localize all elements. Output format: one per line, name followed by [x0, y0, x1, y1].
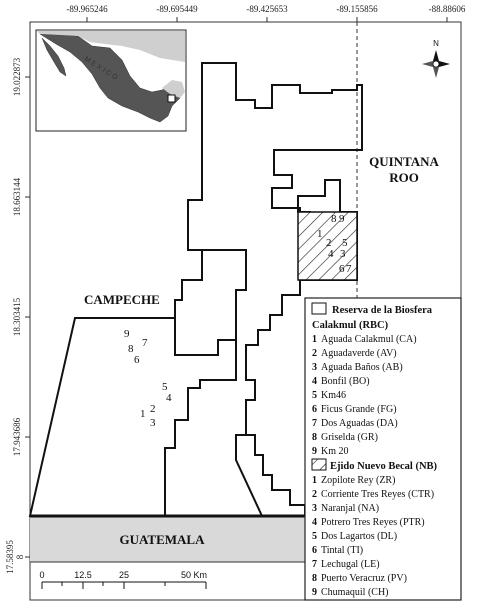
- rbc-site-7: 7: [142, 337, 148, 349]
- nb-ejido-area: [297, 211, 358, 281]
- scale-label: 25: [119, 570, 129, 580]
- rbc-site-6: 6: [134, 354, 140, 366]
- rbc-site-9: 9: [124, 328, 130, 340]
- rbc-site-numbers: 1 2 3 4 5 6 7 8 9: [124, 328, 172, 429]
- guatemala-region: [30, 516, 305, 562]
- rbc-legend-title-line2: Calakmul (RBC): [312, 320, 389, 331]
- inset-study-area-marker: [167, 94, 176, 103]
- legend-box: [304, 297, 462, 601]
- inset-map: MEXICO: [35, 29, 187, 132]
- rbc-boundary: [28, 62, 363, 517]
- nb-site-7: 7: [346, 263, 352, 275]
- scale-bar: 0 12.5 25 50 Km: [29, 561, 306, 601]
- inset-yucatan: [162, 80, 185, 98]
- rbc-site-1: 1: [140, 408, 146, 420]
- top-tick-label: -89.155856: [336, 4, 378, 14]
- rbc-site-3: 3: [150, 417, 156, 429]
- nb-site-6: 6: [339, 263, 345, 275]
- nb-site-9: 9: [339, 213, 345, 225]
- nb-site-4: 4: [328, 248, 334, 260]
- top-tick-label: -89.965246: [66, 4, 108, 14]
- left-tick-label: 17.943686: [12, 417, 22, 456]
- campeche-label: CAMPECHE: [84, 292, 160, 307]
- nb-site-8: 8: [331, 213, 337, 225]
- left-tick-label: 17.58395: [5, 540, 15, 574]
- left-tick-label-suffix: 8: [15, 554, 25, 559]
- left-tick-label: 18.663144: [12, 177, 22, 216]
- north-label: N: [433, 39, 439, 48]
- north-arrow: N: [422, 39, 450, 78]
- nb-site-1: 1: [317, 228, 323, 240]
- left-tick-label: 18.303415: [12, 297, 22, 336]
- scale-label: 0: [39, 570, 44, 580]
- top-tick-label: -88.88606: [429, 4, 466, 14]
- nb-legend-title: Ejido Nuevo Becal (NB): [330, 461, 438, 472]
- nb-site-3: 3: [340, 248, 346, 260]
- inset-us-region: [37, 31, 185, 62]
- rbc-site-5: 5: [162, 381, 168, 393]
- left-axis: 19.022873 18.663144 18.303415 17.943686 …: [5, 57, 30, 574]
- guatemala-label: GUATEMALA: [120, 532, 206, 547]
- nb-site-2: 2: [326, 237, 332, 249]
- inset-landmass: [39, 33, 181, 123]
- nb-legend-swatch: [311, 458, 327, 471]
- left-tick-label: 19.022873: [12, 57, 22, 96]
- rbc-inner-boundary: [164, 249, 263, 517]
- nb-site-5: 5: [342, 237, 348, 249]
- rbc-site-4: 4: [166, 392, 172, 404]
- rbc-site-8: 8: [128, 343, 134, 355]
- top-tick-label: -89.695449: [156, 4, 198, 14]
- scale-label: 12.5: [74, 570, 92, 580]
- rbc-site-2: 2: [150, 403, 156, 415]
- rbc-legend-swatch: [311, 302, 327, 315]
- nb-site-numbers: 1 2 3 4 5 6 7 8 9: [317, 213, 352, 275]
- inset-baja: [41, 37, 67, 77]
- rbc-legend-title-line1: Reserva de la Biosfera: [332, 305, 433, 316]
- scale-label: 50 Km: [181, 570, 207, 580]
- quintana-roo-label-line2: ROO: [389, 170, 419, 185]
- quintana-roo-label-line1: QUINTANA: [369, 154, 439, 169]
- top-tick-label: -89.425653: [246, 4, 288, 14]
- top-axis: -89.965246 -89.695449 -89.425653 -89.155…: [66, 4, 466, 22]
